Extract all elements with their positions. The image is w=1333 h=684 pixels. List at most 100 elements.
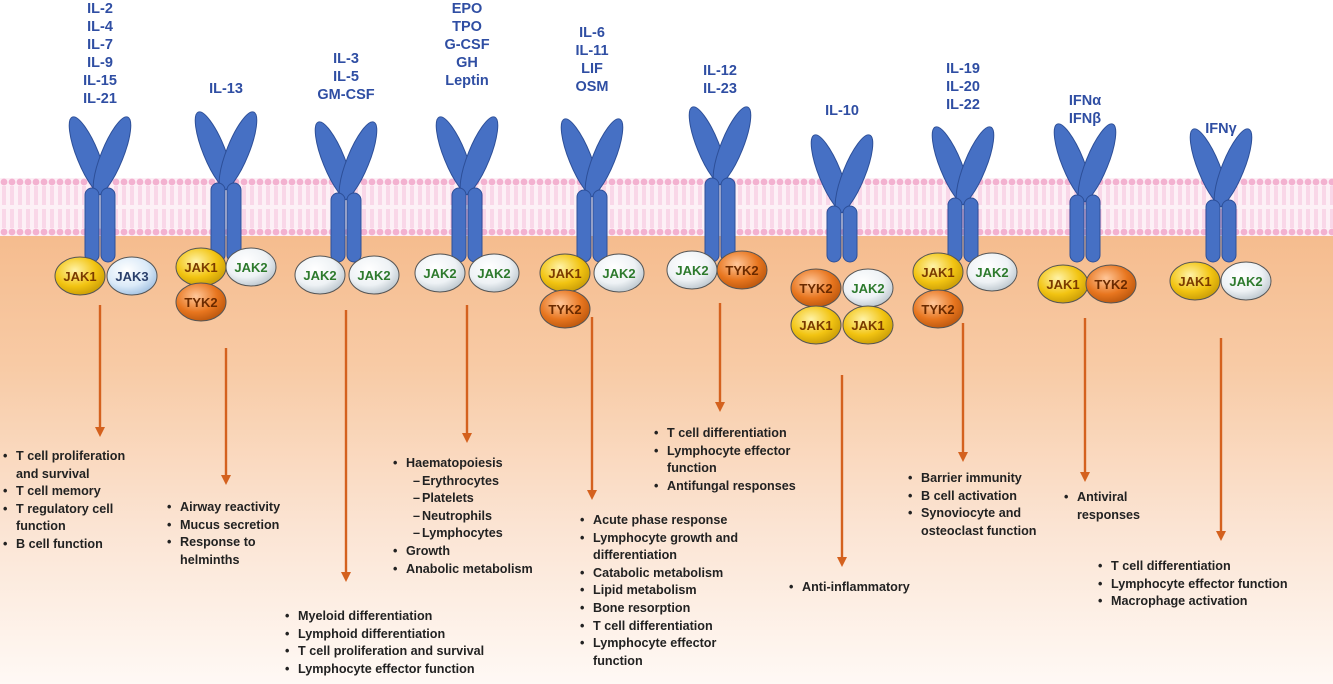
- ligand-group-il3: IL-3 IL-5 GM-CSF: [271, 50, 421, 104]
- outcome-item: Response to: [167, 534, 280, 552]
- outcomes-il6: Acute phase response Lymphocyte growth a…: [579, 512, 738, 670]
- outcomes-il3: Myeloid differentiation Lymphoid differe…: [284, 608, 484, 678]
- ligand-label: Leptin: [445, 73, 489, 89]
- ligand-label: IL-10: [825, 103, 859, 119]
- outcomes-il2: T cell proliferation and survival T cell…: [2, 448, 125, 554]
- ligand-label: IL-22: [946, 97, 980, 113]
- ligand-label: TPO: [452, 19, 482, 35]
- outcome-item: responses: [1077, 507, 1140, 525]
- ligand-label: IL-15: [83, 73, 117, 89]
- signal-arrow-icon: [341, 310, 351, 582]
- ligand-label: LIF: [581, 61, 603, 77]
- kinase-label: JAK2: [851, 281, 884, 296]
- ligand-label: G-CSF: [444, 37, 490, 53]
- kinase-label: TYK2: [184, 295, 217, 310]
- kinase-label: JAK1: [548, 266, 581, 281]
- receptor-dimer-icon: [688, 106, 752, 263]
- arrow-layer: [95, 303, 1226, 582]
- outcome-text: function: [593, 653, 643, 668]
- outcomes-ifng: T cell differentiation Lymphocyte effect…: [1097, 558, 1288, 611]
- kinase-label: TYK2: [548, 302, 581, 317]
- outcome-item: Synoviocyte and: [908, 505, 1036, 523]
- kinase-label: TYK2: [1094, 277, 1127, 292]
- outcomes-il10: Anti-inflammatory: [788, 579, 910, 597]
- ligand-label: OSM: [575, 79, 609, 95]
- outcome-item: Lymphocyte effector function: [1098, 576, 1288, 594]
- outcome-item: Growth: [393, 543, 533, 561]
- kinase-label: JAK2: [975, 265, 1008, 280]
- jak-kinase-circle-icon: JAK2: [468, 253, 520, 293]
- outcome-item: T cell differentiation: [654, 425, 796, 443]
- jak-kinase-circle-icon: JAK1: [1037, 264, 1089, 304]
- jak-kinase-circle-icon: JAK1: [1169, 261, 1221, 301]
- ligand-label: IL-2: [87, 1, 113, 17]
- jak-kinase-circle-icon: JAK1: [175, 247, 227, 287]
- ligand-label: IL-7: [87, 37, 113, 53]
- jak-kinase-circle-icon: TYK2: [539, 289, 591, 329]
- outcome-item: T cell proliferation and survival: [285, 643, 484, 661]
- outcome-subitem: Neutrophils: [406, 508, 533, 526]
- signal-arrow-icon: [958, 323, 968, 462]
- outcomes-il12: T cell differentiation Lymphocyte effect…: [653, 425, 796, 495]
- outcome-subitem: Platelets: [406, 490, 533, 508]
- jak-kinase-circle-icon: JAK2: [294, 255, 346, 295]
- jak-kinase-circle-icon: TYK2: [912, 289, 964, 329]
- kinase-label: TYK2: [799, 281, 832, 296]
- ligand-label: IL-9: [87, 55, 113, 71]
- ligand-label: IL-6: [579, 25, 605, 41]
- jak-kinase-circle-icon: JAK2: [225, 247, 277, 287]
- jak-kinase-circle-icon: JAK1: [842, 305, 894, 345]
- signal-arrow-icon: [837, 375, 847, 567]
- jak-kinase-circle-icon: JAK2: [593, 253, 645, 293]
- outcome-item: Bone resorption: [580, 600, 738, 618]
- ligand-label: IL-5: [333, 69, 359, 85]
- ligand-label: IL-20: [946, 79, 980, 95]
- outcome-item: Anti-inflammatory: [789, 579, 910, 597]
- kinase-label: JAK2: [357, 268, 390, 283]
- outcome-item: Mucus secretion: [167, 517, 280, 535]
- jak-kinase-circle-icon: TYK2: [790, 268, 842, 308]
- kinase-label: JAK2: [234, 260, 267, 275]
- outcome-item: B cell function: [3, 536, 125, 554]
- jak-kinase-circle-icon: JAK3: [106, 256, 158, 296]
- ligand-group-ifng: IFNγ: [1146, 120, 1296, 138]
- ligand-label: IFNγ: [1205, 121, 1237, 137]
- jak-kinase-circle-icon: JAK2: [966, 252, 1018, 292]
- kinase-label: JAK1: [184, 260, 217, 275]
- outcome-text: osteoclast function: [921, 523, 1037, 538]
- kinase-label: JAK2: [423, 266, 456, 281]
- outcome-item: T cell differentiation: [1098, 558, 1288, 576]
- kinase-label: JAK1: [921, 265, 954, 280]
- outcome-subitem: Lymphocytes: [406, 525, 533, 543]
- outcome-item: Antiviral: [1064, 489, 1140, 507]
- jak-kinase-circle-icon: TYK2: [175, 282, 227, 322]
- jak-kinase-circle-icon: JAK1: [912, 252, 964, 292]
- outcome-item: differentiation: [593, 547, 738, 565]
- outcome-text: and survival: [16, 466, 90, 481]
- signal-arrow-icon: [715, 303, 725, 412]
- kinase-label: JAK2: [477, 266, 510, 281]
- kinase-label: JAK1: [799, 318, 832, 333]
- outcome-item: Lymphoid differentiation: [285, 626, 484, 644]
- outcome-item: Myeloid differentiation: [285, 608, 484, 626]
- kinase-label: TYK2: [725, 263, 758, 278]
- kinase-label: JAK2: [602, 266, 635, 281]
- receptor-layer: [68, 106, 1253, 263]
- ligand-group-il10: IL-10: [767, 102, 917, 120]
- signal-arrow-icon: [1216, 338, 1226, 541]
- ligand-group-il12: IL-12 IL-23: [645, 62, 795, 98]
- ligand-label: IL-11: [575, 43, 609, 59]
- jak-kinase-circle-icon: TYK2: [716, 250, 768, 290]
- kinase-label: JAK1: [1178, 274, 1211, 289]
- ligand-label: IFNβ: [1068, 111, 1102, 127]
- signal-arrow-icon: [95, 305, 105, 437]
- receptor-dimer-icon: [435, 116, 499, 263]
- outcomes-il13: Airway reactivity Mucus secretion Respon…: [166, 499, 280, 569]
- signal-arrow-icon: [587, 317, 597, 500]
- receptor-dimer-icon: [1053, 123, 1117, 263]
- outcome-item: T cell differentiation: [580, 618, 738, 636]
- outcome-text: helminths: [180, 552, 240, 567]
- outcome-item: osteoclast function: [921, 523, 1036, 541]
- signal-arrow-icon: [221, 348, 231, 485]
